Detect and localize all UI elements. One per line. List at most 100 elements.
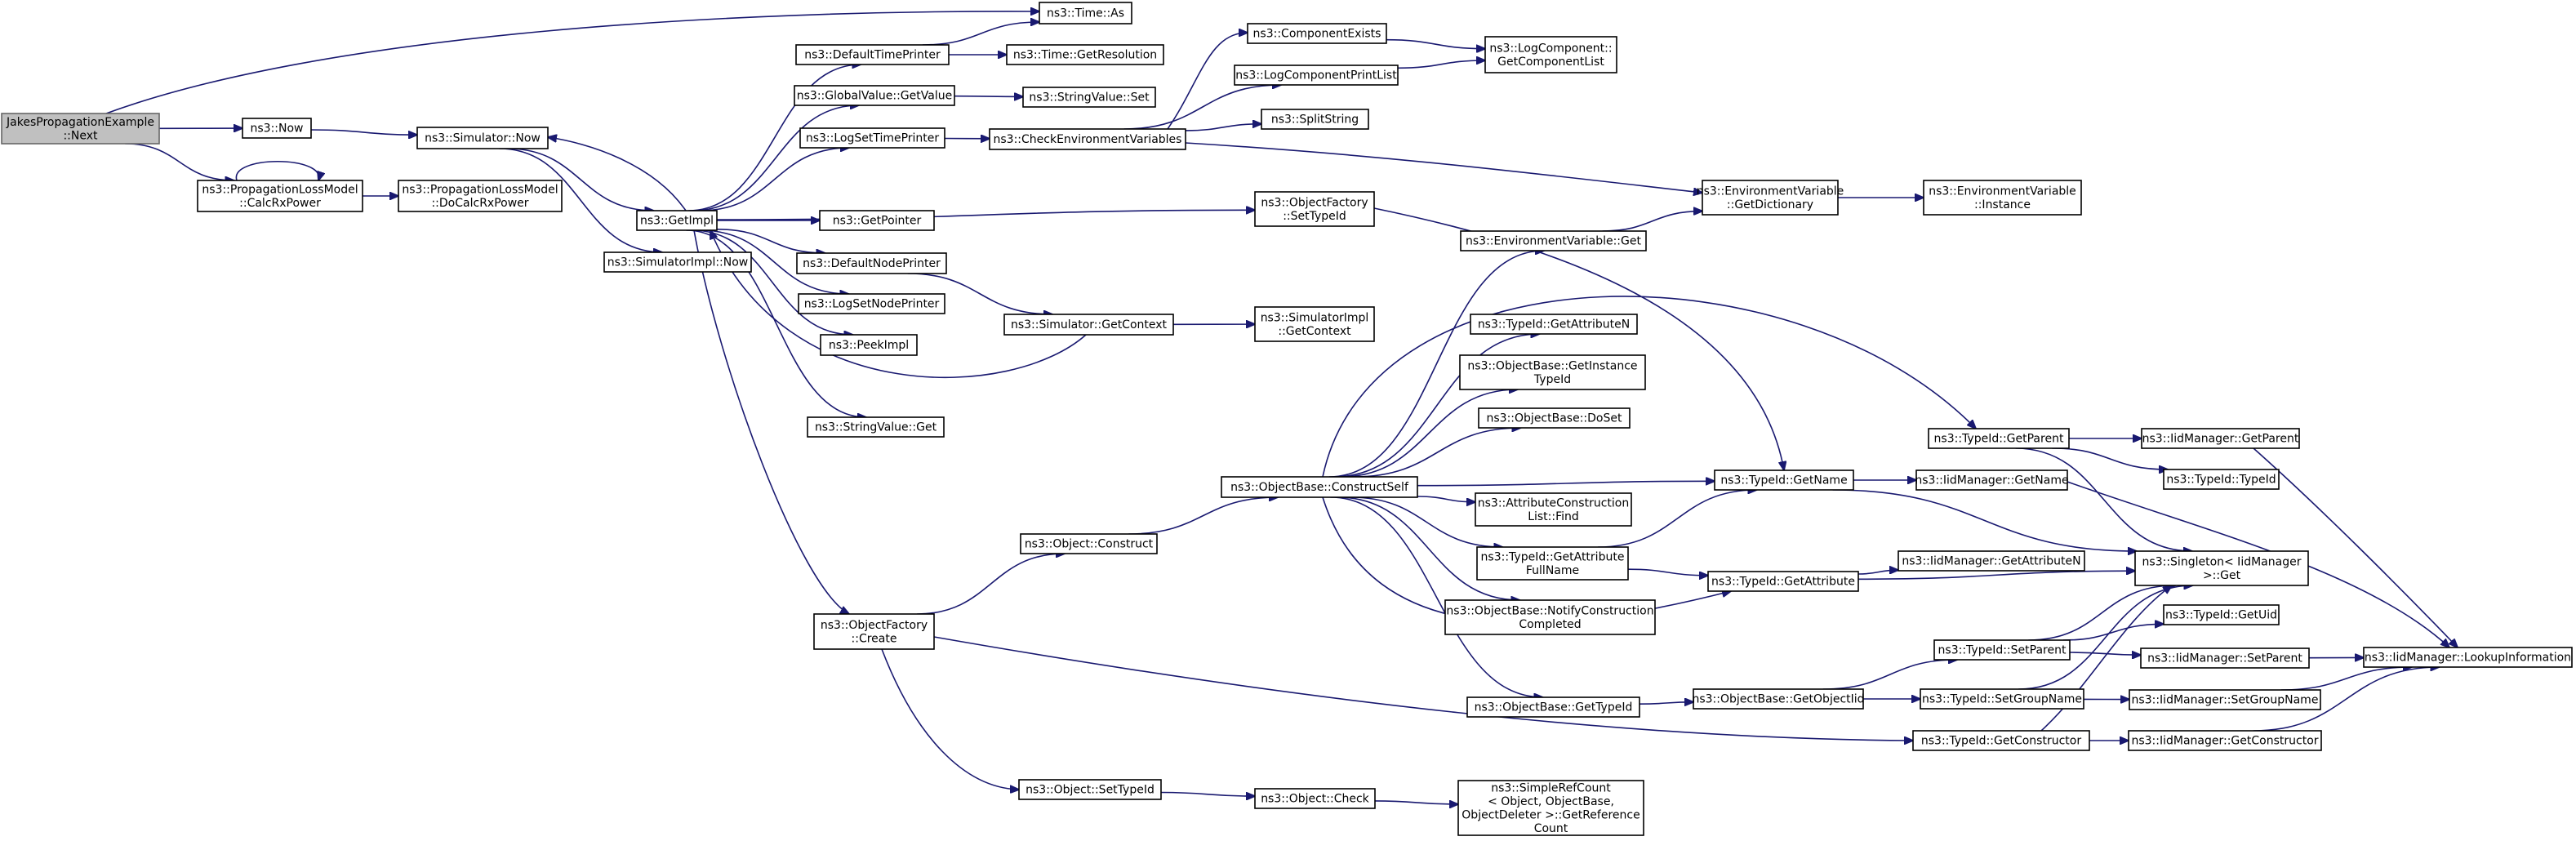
- node-simimpl_getcontext[interactable]: ns3::SimulatorImpl::GetContext: [1254, 306, 1375, 342]
- call-edge-default_node_printer-to-sim_getcontext: [907, 273, 1052, 314]
- node-box: [1254, 306, 1375, 342]
- node-box: [1247, 23, 1387, 44]
- node-box: [2163, 469, 2280, 490]
- node-label: ns3::GetImpl: [640, 215, 714, 228]
- node-label: ns3::TypeId::GetAttribute: [1711, 576, 1855, 589]
- node-label: ns3::TypeId::GetParent: [1934, 433, 2064, 446]
- call-edge-sim_getcontext-to-get_impl: [710, 230, 1087, 379]
- call-edge-env_get-to-env_getdict: [1602, 211, 1702, 232]
- node-label: ns3::ObjectFactory: [1261, 196, 1368, 209]
- node-box: [819, 210, 935, 231]
- node-default_time_printer[interactable]: ns3::DefaultTimePrinter: [795, 44, 950, 65]
- node-tid_getconstructor[interactable]: ns3::TypeId::GetConstructor: [1912, 730, 2090, 751]
- node-tid_setgroupname[interactable]: ns3::TypeId::SetGroupName: [1920, 688, 2084, 710]
- node-simplerefcount[interactable]: ns3::SimpleRefCount< Object, ObjectBase,…: [1457, 780, 1644, 836]
- node-label: ::GetDictionary: [1727, 198, 1813, 211]
- node-split_string[interactable]: ns3::SplitString: [1261, 109, 1369, 130]
- node-singleton_get[interactable]: ns3::Singleton< IidManager>::Get: [2134, 550, 2309, 586]
- node-iid_getname[interactable]: ns3::IidManager::GetName: [1915, 469, 2069, 491]
- node-plm_docalc[interactable]: ns3::PropagationLossModel::DoCalcRxPower: [398, 180, 563, 212]
- node-of_create[interactable]: ns3::ObjectFactory::Create: [813, 613, 935, 650]
- node-env_get[interactable]: ns3::EnvironmentVariable::Get: [1460, 230, 1647, 251]
- node-label: ns3::IidManager::LookupInformation: [2365, 652, 2571, 665]
- node-iid_getconstructor[interactable]: ns3::IidManager::GetConstructor: [2128, 730, 2322, 751]
- call-edge-get_impl-to-sim_now: [548, 137, 687, 211]
- node-ob_constructself[interactable]: ns3::ObjectBase::ConstructSelf: [1221, 476, 1418, 498]
- call-edge-tid_getattr-to-iid_getattrn: [1857, 570, 1898, 575]
- node-time_as[interactable]: ns3::Time::As: [1039, 2, 1132, 24]
- node-log_comp_list[interactable]: ns3::LogComponent::GetComponentList: [1484, 36, 1617, 73]
- node-label: ns3::PropagationLossModel: [402, 183, 558, 196]
- node-tid_getattrn[interactable]: ns3::TypeId::GetAttributeN: [1470, 314, 1638, 335]
- node-box: [795, 44, 950, 65]
- node-object_check[interactable]: ns3::Object::Check: [1254, 788, 1376, 809]
- node-env_instance[interactable]: ns3::EnvironmentVariable::Instance: [1923, 180, 2082, 216]
- call-edge-ob_constructself-to-acl_find: [1417, 496, 1475, 502]
- node-check_env[interactable]: ns3::CheckEnvironmentVariables: [989, 128, 1186, 150]
- node-jakes[interactable]: JakesPropagationExample::Next: [1, 113, 160, 145]
- node-get_impl[interactable]: ns3::GetImpl: [636, 210, 718, 231]
- call-edge-of_create-to-tid_getconstructor: [933, 636, 1913, 741]
- node-label: ns3::IidManager::SetGroupName: [2132, 694, 2319, 707]
- node-label: ObjectDeleter >::GetReference: [1462, 808, 1639, 821]
- node-log_comp_print[interactable]: ns3::LogComponentPrintList: [1234, 65, 1399, 86]
- node-log_set_node_printer[interactable]: ns3::LogSetNodePrinter: [798, 293, 945, 314]
- node-label: ns3::LogSetNodePrinter: [804, 298, 940, 311]
- node-simimpl_now[interactable]: ns3::SimulatorImpl::Now: [603, 251, 752, 273]
- node-ns3_now[interactable]: ns3::Now: [242, 118, 312, 139]
- node-label: ns3::EnvironmentVariable: [1929, 185, 2076, 198]
- node-ob_doset[interactable]: ns3::ObjectBase::DoSet: [1478, 407, 1631, 429]
- call-edge-tid_getparent-to-singleton_get: [2015, 447, 2192, 551]
- node-tid_getname[interactable]: ns3::TypeId::GetName: [1714, 469, 1854, 491]
- node-plm_calc[interactable]: ns3::PropagationLossModel::CalcRxPower: [197, 180, 363, 212]
- node-gv_getvalue[interactable]: ns3::GlobalValue::GetValue: [794, 85, 955, 106]
- node-object_settypeid[interactable]: ns3::Object::SetTypeId: [1018, 779, 1162, 800]
- node-iid_setgroupname[interactable]: ns3::IidManager::SetGroupName: [2129, 689, 2321, 710]
- node-iid_getparent[interactable]: ns3::IidManager::GetParent: [2141, 428, 2300, 449]
- node-ob_getobjectiid[interactable]: ns3::ObjectBase::GetObjectIid: [1692, 688, 1865, 710]
- node-sv_set[interactable]: ns3::StringValue::Set: [1022, 87, 1156, 108]
- node-peek_impl[interactable]: ns3::PeekImpl: [820, 334, 918, 356]
- node-sim_getcontext[interactable]: ns3::Simulator::GetContext: [1003, 314, 1174, 336]
- node-ob_notify[interactable]: ns3::ObjectBase::NotifyConstructionCompl…: [1444, 599, 1656, 635]
- node-label: ns3::StringValue::Get: [815, 421, 937, 434]
- node-box: [197, 180, 363, 212]
- node-tid_getparent[interactable]: ns3::TypeId::GetParent: [1928, 428, 2070, 449]
- node-tid_getattr[interactable]: ns3::TypeId::GetAttribute: [1707, 571, 1859, 592]
- call-edge-of_create-to-object_construct: [917, 554, 1065, 615]
- node-sim_now[interactable]: ns3::Simulator::Now: [416, 127, 549, 149]
- node-label: ns3::PeekImpl: [829, 339, 909, 352]
- node-iid_getattrn[interactable]: ns3::IidManager::GetAttributeN: [1898, 550, 2085, 572]
- node-label: ns3::AttributeConstruction: [1478, 496, 1629, 509]
- node-label: ns3::EnvironmentVariable: [1697, 185, 1844, 198]
- node-label: >::Get: [2203, 569, 2241, 582]
- node-box: [1460, 230, 1647, 251]
- node-object_construct[interactable]: ns3::Object::Construct: [1020, 533, 1158, 554]
- node-default_node_printer[interactable]: ns3::DefaultNodePrinter: [796, 252, 947, 274]
- node-iid_lookup[interactable]: ns3::IidManager::LookupInformation: [2363, 647, 2573, 668]
- node-box: [1933, 639, 2071, 661]
- node-sv_get[interactable]: ns3::StringValue::Get: [807, 416, 945, 438]
- node-log_set_time_printer[interactable]: ns3::LogSetTimePrinter: [799, 127, 945, 149]
- node-time_getres[interactable]: ns3::Time::GetResolution: [1006, 44, 1164, 65]
- node-box: [1457, 780, 1644, 836]
- node-env_getdict[interactable]: ns3::EnvironmentVariable::GetDictionary: [1697, 180, 1844, 216]
- node-label: JakesPropagationExample: [6, 116, 154, 129]
- node-tid_getuid[interactable]: ns3::TypeId::GetUid: [2163, 604, 2280, 625]
- node-of_settypeid[interactable]: ns3::ObjectFactory::SetTypeId: [1254, 191, 1375, 227]
- node-box: [1006, 44, 1164, 65]
- node-label: ns3::Time::GetResolution: [1013, 49, 1157, 62]
- node-tid_setparent[interactable]: ns3::TypeId::SetParent: [1933, 639, 2071, 661]
- node-ob_gettypeid[interactable]: ns3::ObjectBase::GetTypeId: [1466, 696, 1640, 718]
- node-comp_exists[interactable]: ns3::ComponentExists: [1247, 23, 1387, 44]
- node-iid_setparent[interactable]: ns3::IidManager::SetParent: [2140, 647, 2310, 669]
- call-edge-ob_constructself-to-tid_getattrn: [1333, 334, 1540, 478]
- node-label: ns3::Simulator::GetContext: [1011, 318, 1168, 332]
- call-edge-object_check-to-simplerefcount: [1374, 801, 1458, 804]
- node-get_pointer[interactable]: ns3::GetPointer: [819, 210, 935, 231]
- node-tid_typeid[interactable]: ns3::TypeId::TypeId: [2163, 469, 2280, 490]
- call-edge-get_impl-to-gv_getvalue: [692, 105, 859, 211]
